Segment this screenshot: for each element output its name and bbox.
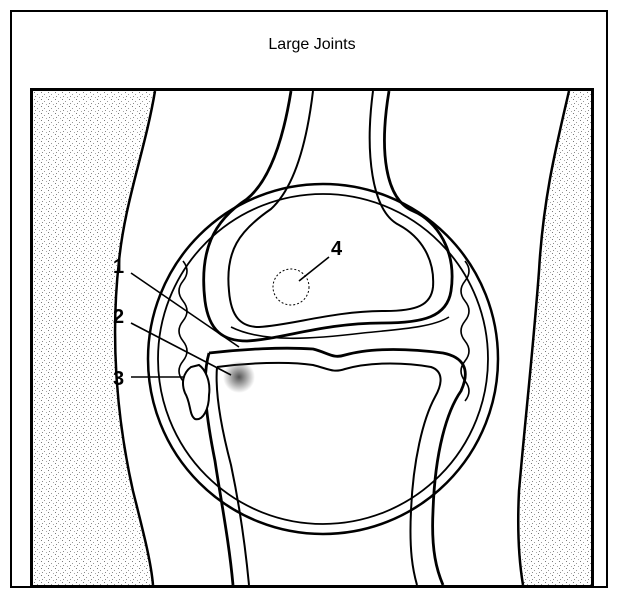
subchondral-lesion [223,361,255,393]
leader-line-4 [299,257,329,281]
label-2: 2 [113,306,124,328]
bone-cyst-outline [273,269,309,305]
tibia-inner [217,363,441,585]
tibia-left-cortex-inner [217,367,249,585]
osteophyte [183,365,209,419]
label-1: 1 [113,256,124,278]
right-soft-tissue [518,91,591,585]
knee-joint-diagram: 1 2 3 4 [30,88,594,588]
figure-title: Large Joints [0,36,624,54]
femur-inner [228,91,433,327]
label-3: 3 [113,368,124,390]
label-4: 4 [331,238,343,260]
leader-line-1 [131,273,239,347]
knee-joint-illustration: 1 2 3 4 [33,91,591,585]
synovial-lining-left [179,261,187,381]
